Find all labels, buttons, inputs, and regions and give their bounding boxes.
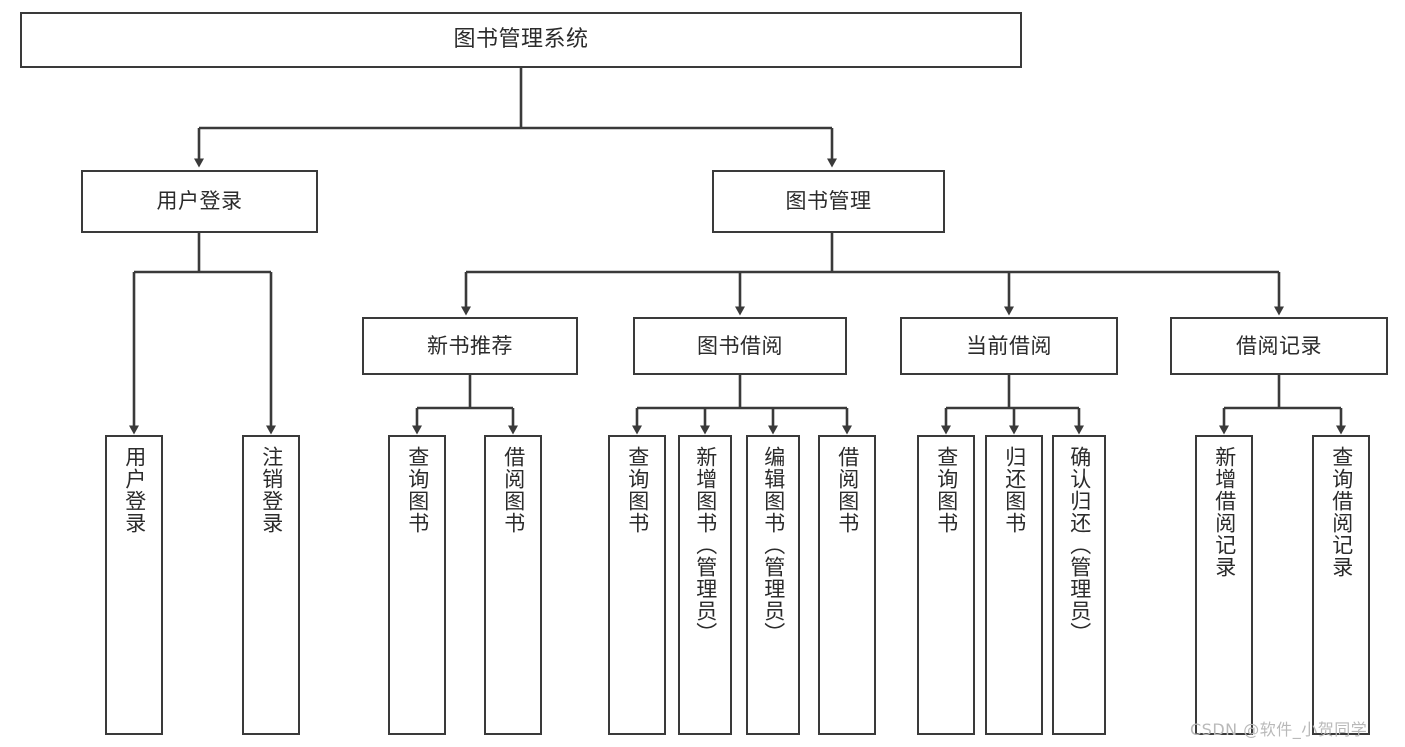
node-book-management[interactable]: 图书管理 <box>712 170 945 233</box>
node-label: 新书推荐 <box>427 333 513 358</box>
node-label: 查询图书 <box>934 446 959 534</box>
node-borrow-records[interactable]: 借阅记录 <box>1170 317 1388 375</box>
leaf-book-borrow-edit-admin[interactable]: 编辑图书（管理员） <box>746 435 800 735</box>
node-label: 新增借阅记录 <box>1212 446 1237 578</box>
leaf-book-borrow-query[interactable]: 查询图书 <box>608 435 666 735</box>
leaf-user-login-logout[interactable]: 注销登录 <box>242 435 300 735</box>
node-label: 新增图书（管理员） <box>693 446 718 644</box>
leaf-new-book-borrow[interactable]: 借阅图书 <box>484 435 542 735</box>
node-book-borrow[interactable]: 图书借阅 <box>633 317 847 375</box>
node-label: 编辑图书（管理员） <box>761 446 786 644</box>
node-label: 注销登录 <box>259 446 284 534</box>
node-label: 当前借阅 <box>966 333 1052 358</box>
node-label: 图书借阅 <box>697 333 783 358</box>
node-label: 用户登录 <box>122 446 147 534</box>
leaf-borrow-records-query[interactable]: 查询借阅记录 <box>1312 435 1370 735</box>
node-label: 借阅记录 <box>1236 333 1322 358</box>
leaf-book-borrow-borrow[interactable]: 借阅图书 <box>818 435 876 735</box>
node-current-borrow[interactable]: 当前借阅 <box>900 317 1118 375</box>
node-label: 查询借阅记录 <box>1329 446 1354 578</box>
node-label: 确认归还（管理员） <box>1067 446 1092 644</box>
leaf-current-borrow-query[interactable]: 查询图书 <box>917 435 975 735</box>
node-root-book-management-system[interactable]: 图书管理系统 <box>20 12 1022 68</box>
node-label: 用户登录 <box>156 189 243 214</box>
leaf-book-borrow-add-admin[interactable]: 新增图书（管理员） <box>678 435 732 735</box>
node-label: 归还图书 <box>1002 446 1027 534</box>
node-new-book-recommend[interactable]: 新书推荐 <box>362 317 578 375</box>
node-label: 图书管理系统 <box>453 27 589 53</box>
node-label: 图书管理 <box>785 189 872 214</box>
leaf-new-book-query[interactable]: 查询图书 <box>388 435 446 735</box>
leaf-borrow-records-add[interactable]: 新增借阅记录 <box>1195 435 1253 735</box>
node-label: 查询图书 <box>625 446 650 534</box>
leaf-current-borrow-confirm-admin[interactable]: 确认归还（管理员） <box>1052 435 1106 735</box>
node-label: 借阅图书 <box>835 446 860 534</box>
leaf-current-borrow-return[interactable]: 归还图书 <box>985 435 1043 735</box>
leaf-user-login-login[interactable]: 用户登录 <box>105 435 163 735</box>
node-user-login[interactable]: 用户登录 <box>81 170 318 233</box>
watermark-csdn: CSDN @软件_小贺同学 <box>1190 720 1368 739</box>
node-label: 查询图书 <box>405 446 430 534</box>
node-label: 借阅图书 <box>501 446 526 534</box>
